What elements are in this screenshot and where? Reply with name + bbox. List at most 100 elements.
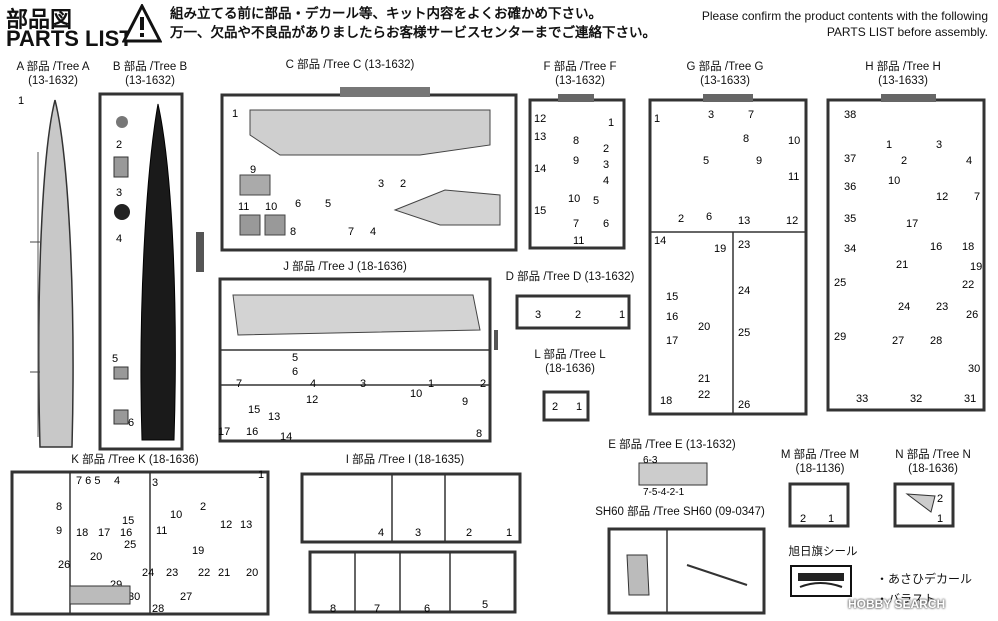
svg-text:4: 4 xyxy=(966,155,972,167)
svg-text:3: 3 xyxy=(152,477,158,489)
tree-h-label: H 部品 /Tree H (13-1633) xyxy=(865,61,941,87)
svg-text:25: 25 xyxy=(834,277,846,289)
svg-text:9: 9 xyxy=(573,155,579,167)
svg-text:9: 9 xyxy=(56,525,62,537)
svg-text:8: 8 xyxy=(476,428,482,440)
svg-text:6: 6 xyxy=(128,417,134,429)
svg-text:6: 6 xyxy=(295,198,301,210)
bullet-decal: ・あさひデカール xyxy=(876,572,973,586)
svg-text:3: 3 xyxy=(535,309,541,321)
tree-m-label: M 部品 /Tree M (18-1136) xyxy=(780,449,860,475)
svg-text:30: 30 xyxy=(128,591,140,603)
svg-text:38: 38 xyxy=(844,109,856,121)
decal-label: 旭日旗シール xyxy=(788,546,858,558)
tree-m-frame: 2 1 xyxy=(788,482,850,528)
tree-l-label: L 部品 /Tree L (18-1636) xyxy=(534,349,606,375)
svg-text:12: 12 xyxy=(220,519,232,531)
svg-text:2: 2 xyxy=(400,178,406,190)
decal-sheet xyxy=(790,565,852,597)
svg-text:9: 9 xyxy=(250,164,256,176)
tree-h-frame: 38 37 1 3 2 4 10 36 12 7 35 17 34 16 18 … xyxy=(826,94,986,412)
svg-text:1: 1 xyxy=(232,108,238,120)
tree-a-label: A 部品 /Tree A (13-1632) xyxy=(16,61,90,87)
svg-text:25: 25 xyxy=(124,539,136,551)
svg-text:3: 3 xyxy=(116,187,122,199)
svg-text:7: 7 xyxy=(573,218,579,230)
svg-text:17: 17 xyxy=(98,527,110,539)
svg-text:5: 5 xyxy=(703,155,709,167)
bullet-ballast: ・バラスト xyxy=(876,592,936,606)
svg-text:10: 10 xyxy=(888,175,900,187)
svg-text:1: 1 xyxy=(608,117,614,129)
tree-sh60-label: SH60 部品 /Tree SH60 (09-0347) xyxy=(595,506,765,518)
svg-text:2: 2 xyxy=(901,155,907,167)
svg-text:31: 31 xyxy=(964,393,976,405)
svg-text:7-5-4-2-1: 7-5-4-2-1 xyxy=(643,487,685,497)
svg-text:17: 17 xyxy=(906,218,918,230)
svg-text:2: 2 xyxy=(116,139,122,151)
tree-c-frame: 1 9 11 10 6 5 3 2 8 7 4 xyxy=(220,87,518,252)
tree-k-label: K 部品 /Tree K (18-1636) xyxy=(71,454,199,466)
svg-text:8: 8 xyxy=(573,135,579,147)
svg-text:4: 4 xyxy=(370,226,376,238)
svg-text:3: 3 xyxy=(378,178,384,190)
svg-text:16: 16 xyxy=(930,241,942,253)
svg-text:5: 5 xyxy=(292,352,298,364)
svg-text:2: 2 xyxy=(466,527,472,539)
watermark-logo: HOBBY SEARCH xyxy=(848,597,946,611)
svg-text:23: 23 xyxy=(936,301,948,313)
svg-text:1: 1 xyxy=(937,513,943,525)
page-title-jp: 部品図 xyxy=(6,7,73,32)
svg-text:12: 12 xyxy=(306,394,318,406)
tree-n-label: N 部品 /Tree N (18-1636) xyxy=(895,449,971,475)
svg-text:19: 19 xyxy=(970,261,982,273)
svg-text:15: 15 xyxy=(248,404,260,416)
svg-text:2: 2 xyxy=(480,378,486,390)
svg-text:1: 1 xyxy=(654,113,660,125)
svg-text:4: 4 xyxy=(310,378,316,390)
svg-text:1: 1 xyxy=(619,309,625,321)
svg-text:11: 11 xyxy=(156,525,167,537)
tree-j-label: J 部品 /Tree J (18-1636) xyxy=(283,261,407,273)
svg-text:13: 13 xyxy=(240,519,252,531)
svg-text:13: 13 xyxy=(268,411,280,423)
svg-text:6: 6 xyxy=(292,366,298,378)
page-title-en: PARTS LIST xyxy=(6,26,133,51)
svg-text:19: 19 xyxy=(714,243,726,255)
svg-text:34: 34 xyxy=(844,243,856,255)
tree-sh60-frame xyxy=(607,527,766,615)
svg-text:37: 37 xyxy=(844,153,856,165)
svg-text:4: 4 xyxy=(116,233,122,245)
svg-text:8: 8 xyxy=(56,501,62,513)
tree-i-frame: 4 3 2 1 8 7 6 5 xyxy=(300,472,522,615)
svg-text:16: 16 xyxy=(120,527,132,539)
svg-text:22: 22 xyxy=(698,389,710,401)
svg-text:35: 35 xyxy=(844,213,856,225)
svg-text:6: 6 xyxy=(706,211,712,223)
tree-b-label: B 部品 /Tree B (13-1632) xyxy=(112,61,188,87)
svg-text:23: 23 xyxy=(166,567,178,579)
svg-text:1: 1 xyxy=(258,469,264,481)
svg-text:14: 14 xyxy=(280,431,292,443)
svg-text:3: 3 xyxy=(360,378,366,390)
svg-text:1: 1 xyxy=(886,139,892,151)
svg-text:18: 18 xyxy=(76,527,88,539)
svg-text:6-3: 6-3 xyxy=(643,455,658,466)
tree-f-label: F 部品 /Tree F (13-1632) xyxy=(543,61,617,87)
tree-n-frame: 2 1 xyxy=(893,482,955,528)
svg-text:15: 15 xyxy=(534,205,546,217)
svg-text:22: 22 xyxy=(962,279,974,291)
svg-text:2: 2 xyxy=(200,501,206,513)
svg-text:15: 15 xyxy=(122,515,134,527)
svg-text:27: 27 xyxy=(180,591,192,603)
svg-text:3: 3 xyxy=(936,139,942,151)
svg-text:17: 17 xyxy=(666,335,678,347)
svg-text:8: 8 xyxy=(743,133,749,145)
notice-en-line2: PARTS LIST before assembly. xyxy=(826,25,988,39)
svg-text:4: 4 xyxy=(114,475,120,487)
tree-j-frame: 5 6 4 3 1 2 7 15 13 12 10 9 17 16 14 8 xyxy=(218,277,498,443)
notice-en-line1: Please confirm the product contents with… xyxy=(701,9,988,23)
svg-text:6: 6 xyxy=(603,218,609,230)
tree-l-frame: 2 1 xyxy=(542,390,590,422)
svg-text:21: 21 xyxy=(896,259,908,271)
